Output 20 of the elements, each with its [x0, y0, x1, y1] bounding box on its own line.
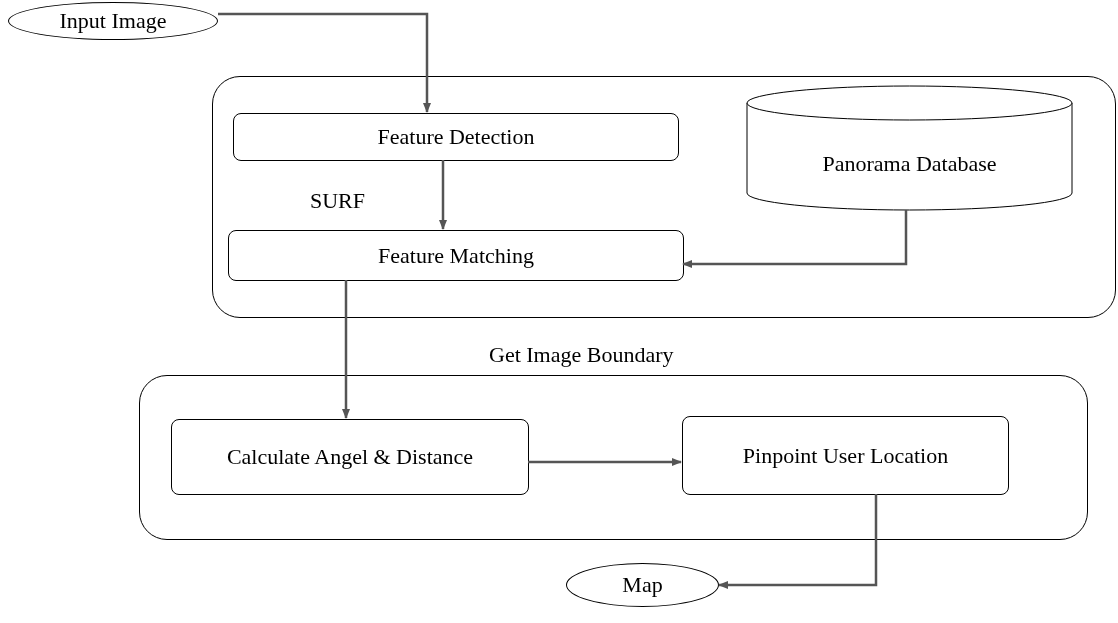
- arrow: [342, 280, 350, 419]
- node-label: Input Image: [59, 7, 167, 35]
- group-heading: Get Image Boundary: [489, 341, 674, 369]
- node-label: Feature Matching: [378, 241, 534, 270]
- node-label: Panorama Database: [822, 150, 997, 178]
- process-box: [228, 230, 684, 281]
- database-cylinder: [746, 85, 1073, 211]
- node-label: Map: [622, 571, 663, 599]
- arrow: [439, 160, 447, 230]
- node-label: Feature Detection: [377, 123, 535, 151]
- process-box: [233, 113, 679, 161]
- node-label: Calculate Angel & Distance: [226, 443, 474, 471]
- arrow: [718, 494, 878, 589]
- group-box: [212, 76, 1116, 318]
- arrow: [528, 458, 682, 466]
- arrow: [682, 210, 908, 268]
- arrow: [218, 12, 431, 113]
- node-label: Pinpoint User Location: [742, 441, 949, 470]
- process-box: [682, 416, 1009, 495]
- process-box: [171, 419, 529, 495]
